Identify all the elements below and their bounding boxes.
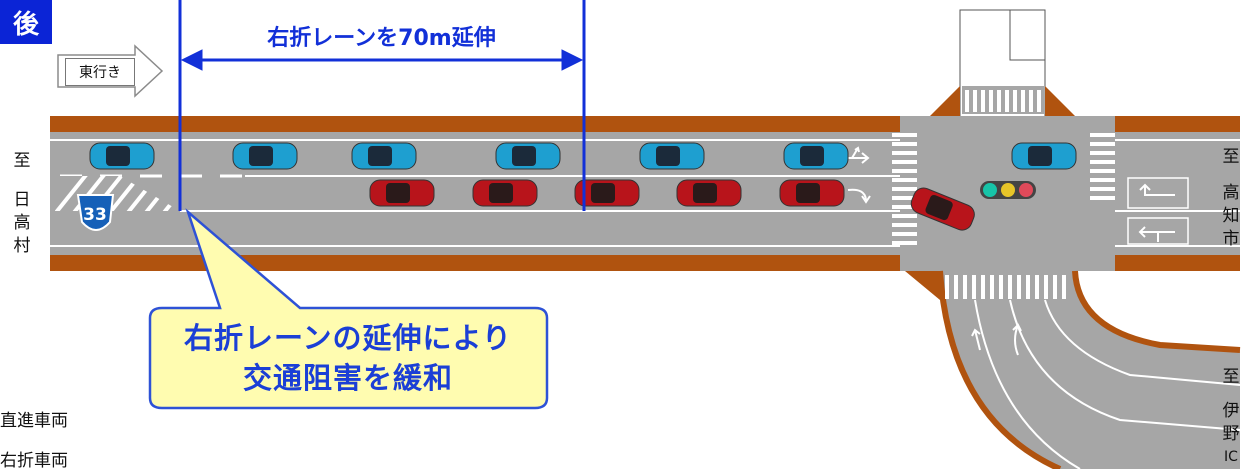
north-corner-left xyxy=(930,86,960,116)
route-33-sign: 33 xyxy=(76,194,115,231)
after-tag: 後 xyxy=(0,0,52,44)
west-to-label: 至 xyxy=(13,151,31,171)
crosswalk-east xyxy=(1090,133,1115,200)
extension-arrow xyxy=(180,49,584,71)
west-name-1: 日 xyxy=(13,190,31,210)
south-road xyxy=(940,271,1240,469)
south-name-3: IC xyxy=(1224,449,1238,465)
right-turn-car xyxy=(779,179,845,207)
straight-car xyxy=(232,142,298,170)
route-number: 33 xyxy=(83,205,107,225)
west-name-3: 村 xyxy=(13,236,31,256)
north-corner-right xyxy=(1045,86,1075,116)
west-name-2: 高 xyxy=(13,213,31,233)
legend-straight: 直進車両 xyxy=(0,411,68,431)
crosswalk-south xyxy=(945,275,1066,299)
right-turn-car xyxy=(472,179,538,207)
east-to-label: 至 xyxy=(1222,147,1240,167)
right-turn-car xyxy=(369,179,435,207)
traffic-signal xyxy=(980,181,1036,199)
south-name-2: 野 xyxy=(1222,424,1240,444)
straight-car xyxy=(351,142,417,170)
callout-line-1: 右折レーンの延伸により xyxy=(184,321,512,355)
south-to-label: 至 xyxy=(1222,367,1240,387)
straight-car xyxy=(89,142,155,170)
straight-car xyxy=(1011,142,1077,170)
extension-label: 右折レーンを70m延伸 xyxy=(267,26,496,51)
right-turn-car xyxy=(574,179,640,207)
south-corner-left xyxy=(905,271,940,300)
straight-car xyxy=(783,142,849,170)
arrow-left-straight-east xyxy=(1138,226,1175,242)
straight-car xyxy=(639,142,705,170)
right-turn-car xyxy=(676,179,742,207)
right-turn-car xyxy=(910,187,975,231)
direction-label: 東行き xyxy=(65,58,135,86)
straight-car xyxy=(495,142,561,170)
east-name-3: 市 xyxy=(1222,229,1240,249)
arrow-left-lane-east xyxy=(1139,183,1175,196)
arrow-south-1 xyxy=(971,328,981,351)
arrow-south-2 xyxy=(1012,323,1022,356)
crosswalk-north xyxy=(965,90,1041,112)
east-name-2: 知 xyxy=(1222,206,1240,226)
legend-right-turn: 右折車両 xyxy=(0,451,68,471)
arrow-straight-right xyxy=(848,146,870,164)
callout-bubble xyxy=(148,208,549,410)
arrow-right-turn xyxy=(847,188,871,204)
east-name-1: 高 xyxy=(1222,183,1240,203)
callout-text: 右折レーンの延伸により 交通阻害を緩和 xyxy=(152,318,544,398)
callout-line-2: 交通阻害を緩和 xyxy=(242,361,453,395)
south-name-1: 伊 xyxy=(1222,401,1240,421)
crosswalk-west xyxy=(892,133,917,245)
